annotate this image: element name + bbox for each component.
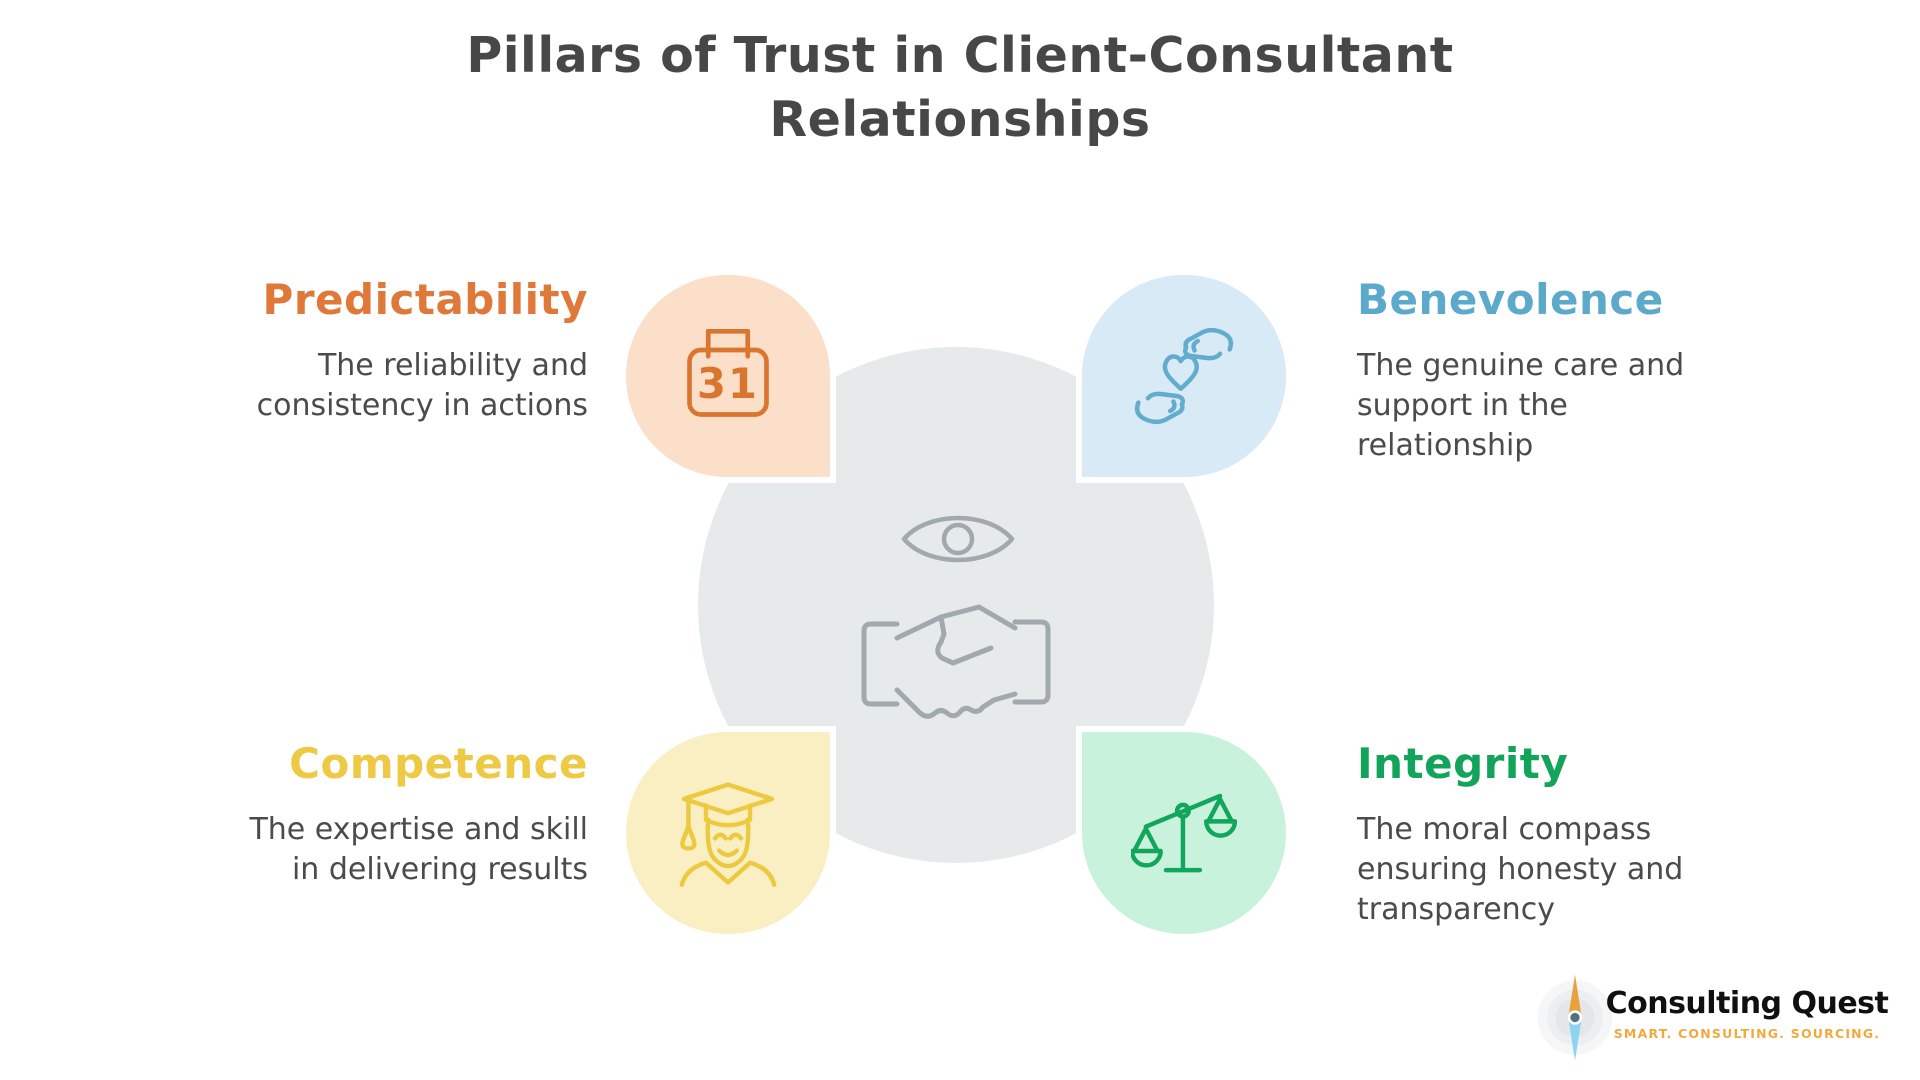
scales-icon	[1131, 793, 1237, 873]
brand-logo: Consulting Quest SMART. CONSULTING. SOUR…	[1600, 986, 1894, 1041]
integrity-blob	[1082, 732, 1286, 934]
benevolence-title: Benevolence	[1357, 275, 1664, 324]
competence-title: Competence	[289, 739, 588, 788]
page-title: Pillars of Trust in Client-Consultant Re…	[0, 24, 1920, 151]
predictability-desc-line: The reliability and	[317, 348, 588, 384]
calendar-31-icon: 31	[687, 328, 769, 417]
benevolence-desc-line: support in the	[1357, 388, 1568, 424]
brand-tagline: SMART. CONSULTING. SOURCING.	[1613, 1026, 1881, 1041]
benevolence-desc-line: The genuine care and	[1357, 348, 1685, 384]
benevolence-blob	[1082, 275, 1286, 477]
integrity-desc-line: ensuring honesty and	[1357, 852, 1684, 888]
eye-icon	[898, 502, 1018, 576]
handshake-icon	[851, 584, 1061, 744]
hands-heart-icon	[1134, 327, 1234, 425]
section-predictability: Predictability The reliability and consi…	[118, 275, 588, 426]
integrity-desc-line: transparency	[1357, 892, 1555, 928]
brand-name: Consulting Quest	[1605, 986, 1889, 1021]
predictability-blob: 31	[626, 275, 830, 477]
page-title-line2: Relationships	[769, 90, 1151, 148]
calendar-number: 31	[697, 359, 759, 408]
section-integrity: Integrity The moral compass ensuring hon…	[1357, 739, 1827, 930]
competence-blob	[626, 732, 830, 934]
competence-desc-line: in delivering results	[291, 852, 588, 888]
integrity-title: Integrity	[1357, 739, 1569, 788]
graduate-icon	[679, 782, 777, 887]
predictability-title: Predictability	[262, 275, 588, 324]
compass-icon	[1532, 971, 1618, 1064]
page-title-line1: Pillars of Trust in Client-Consultant	[466, 27, 1454, 84]
competence-desc-line: The expertise and skill	[249, 812, 588, 848]
benevolence-desc-line: relationship	[1357, 428, 1534, 464]
section-benevolence: Benevolence The genuine care and support…	[1357, 275, 1827, 466]
section-competence: Competence The expertise and skill in de…	[118, 739, 588, 890]
predictability-desc-line: consistency in actions	[256, 388, 588, 424]
integrity-desc-line: The moral compass	[1357, 812, 1652, 848]
